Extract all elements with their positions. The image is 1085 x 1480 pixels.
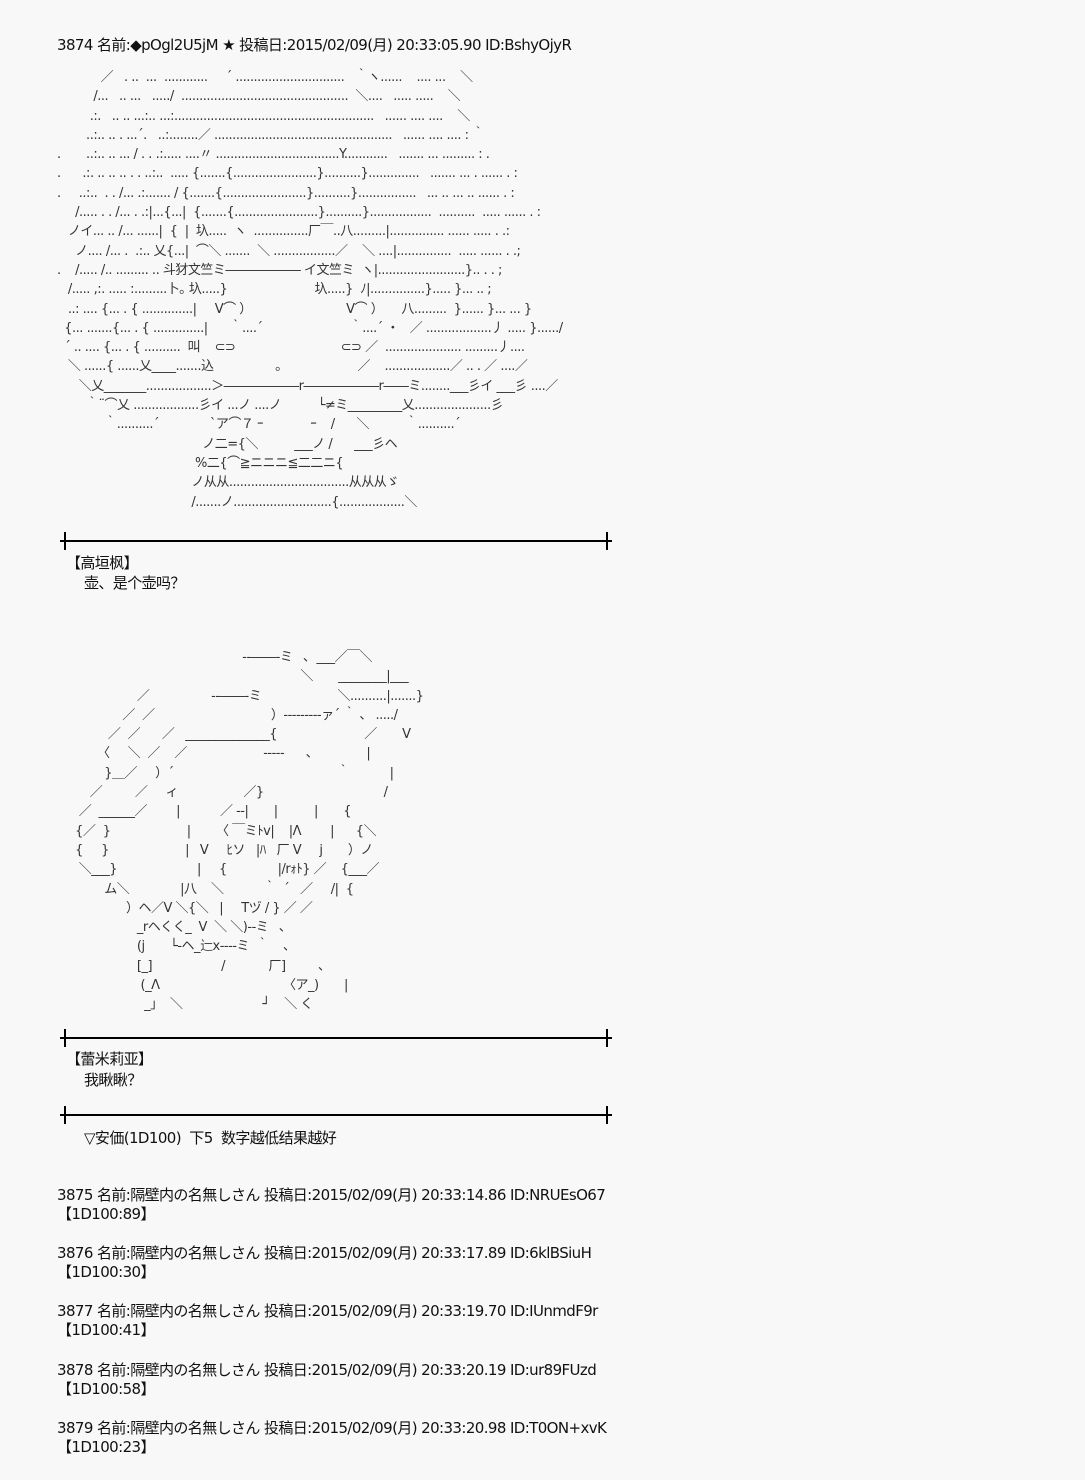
art-line: }＿／ ）´ ｀ | [57, 765, 394, 781]
post: 3875 名前:隔壁内の名無しさん 投稿日:2015/02/09(月) 20:3… [57, 1186, 606, 1224]
art-line: ＼ ________|___ [57, 669, 409, 685]
post: 3878 名前:隔壁内の名無しさん 投稿日:2015/02/09(月) 20:3… [57, 1361, 597, 1399]
art-line: . ..:.. .. ... / . . .:..... ....〃 .....… [57, 147, 490, 163]
art-line: ｀..........´ `ア⌒７ ｰ ｰ / ＼ ｀..........´ [57, 417, 461, 433]
art-line: /..... . . /... . .:|...{...| {.......{.… [57, 205, 541, 221]
dice-result: 【1D100:58】 [57, 1380, 155, 1398]
art-line: /... .. ... ...../ .....................… [57, 89, 461, 105]
separator [60, 1106, 612, 1124]
post-header: 3879 名前:隔壁内の名無しさん 投稿日:2015/02/09(月) 20:3… [57, 1419, 607, 1437]
art-line: _」 ＼ ┘ ＼ く [57, 997, 313, 1013]
art-line: ノイ... .. /... ......| { | 圦..... ヽ .....… [57, 224, 510, 240]
art-line: _rヘくく_ V ＼ ＼)‐‐ミ ､ [57, 920, 286, 936]
art-line: ｀¨⌒乂 ..................彡イ ...ノ ....ノ └≠ミ… [57, 398, 504, 414]
art-line: ..:.. .. . ...´. ..:........／ ..........… [57, 127, 485, 143]
art-line: ／ ‐‐――‐ミ ＼..........|.......} [57, 688, 424, 704]
art-line: ）ヘ／V ＼{＼ | Tヅ / } ／ ／ [57, 900, 313, 916]
art-line: /.......ノ...........................{...… [57, 494, 417, 510]
art-line: %二{⌒≧ニニニ≦二二ニ{ [57, 455, 344, 471]
dice-result: 【1D100:41】 [57, 1321, 155, 1339]
dice-result: 【1D100:89】 [57, 1205, 155, 1223]
art-line: ‐‐――‐ミ ､ ___／￣＼ [57, 650, 372, 665]
art-line: {... .......{... . { ..............| ｀..… [57, 320, 563, 336]
post: 3879 名前:隔壁内の名無しさん 投稿日:2015/02/09(月) 20:3… [57, 1419, 607, 1457]
art-line: ノ.... /... . .:.. 乂{...| ⌒＼ ....... ＼ ..… [57, 243, 521, 259]
art-line: ／ ______／ | ／ ‐‐| | | { [57, 804, 352, 820]
art-line: 〈 ＼ ／ ／ ‐‐‐‐‐ ､ | [57, 746, 371, 762]
art-line: . ..:.. . . /... .:....... / {.......{..… [57, 185, 515, 201]
art-line: ノ二={＼ ___ノ / ___彡ヘ [57, 436, 398, 452]
post-header: 3878 名前:隔壁内の名無しさん 投稿日:2015/02/09(月) 20:3… [57, 1361, 597, 1379]
art-line: ム＼ |八 ＼ ｀ ´ ／ /| { [57, 881, 354, 897]
art-line: [_] / 厂] ､ [57, 958, 325, 974]
dice-result: 【1D100:30】 [57, 1263, 155, 1281]
separator [60, 532, 612, 550]
art-line: { } | V ﾋソ |ﾊ 厂 V j ）ノ [57, 842, 373, 858]
dice-result: 【1D100:23】 [57, 1438, 155, 1456]
art-line: /..... ,:. ..... :.........卜｡ 圦.....} 圦.… [57, 282, 492, 298]
art-line: (j └‐ヘ_辷x‐‐‐‐ミ ｀ ､ [57, 939, 290, 955]
post-header-3874: 3874 名前:◆pOgl2U5jM ★ 投稿日:2015/02/09(月) 2… [57, 36, 572, 54]
art-line: {／ } | 〈 ￣ミﾄv| |Λ | {＼ [57, 823, 377, 839]
art-line: ／ ／ ）‐‐‐‐‐‐‐‐‐ァ´ ｀ 、 ...../ [57, 707, 398, 723]
art-line: ノ从从.................................从从从ゞ [57, 475, 399, 491]
art-line: ＼___} | { |/rｫﾄ} ／ {___／ [57, 862, 380, 878]
art-line: ＼ ......{ ......乂____.......込 ｡ ／ ......… [57, 359, 528, 375]
art-line: (_Λ 〈ア_) | [57, 978, 349, 994]
art-line: . /..... /.. ......... .. 斗犲文竺ミ―――――― イ文… [57, 262, 502, 278]
art-line: . .:. .. .. .. . . ..:.. ..... {.......{… [57, 166, 518, 182]
ascii-art-remilia: ‐‐――‐ミ ､ ___／￣＼ ＼ ________|___ ／ ‐‐――‐ミ … [57, 648, 424, 1015]
post: 3877 名前:隔壁内の名無しさん 投稿日:2015/02/09(月) 20:3… [57, 1302, 598, 1340]
speaker-name: 【高垣枫】 [66, 554, 139, 572]
art-line: ＼乂_______..................＞――――――r―――――… [57, 378, 558, 394]
post-header: 3876 名前:隔壁内の名無しさん 投稿日:2015/02/09(月) 20:3… [57, 1244, 592, 1262]
post: 3876 名前:隔壁内の名無しさん 投稿日:2015/02/09(月) 20:3… [57, 1244, 592, 1282]
art-line: ／ ／ ／ ______________{ ／ V [57, 727, 411, 743]
ascii-art-kaede: ／ . .. ... ............ ´ ..............… [57, 68, 563, 512]
speaker-name: 【蕾米莉亚】 [66, 1050, 153, 1068]
post-header: 3877 名前:隔壁内の名無しさん 投稿日:2015/02/09(月) 20:3… [57, 1302, 598, 1320]
separator [60, 1029, 612, 1047]
art-line: ´ .. .... {... . { .......... 叫 ⊂⊃ ⊂⊃ ／ … [57, 340, 525, 356]
art-line: ..: .... {... . { ..............| V⌒ ） V… [57, 301, 532, 317]
art-line: ／ ／ ィ ／} / [57, 785, 388, 801]
dialogue-line: 我瞅瞅？ [84, 1071, 142, 1089]
post-header: 3875 名前:隔壁内の名無しさん 投稿日:2015/02/09(月) 20:3… [57, 1186, 606, 1204]
art-line: .:. .. .. ...:.. ...:...................… [57, 108, 471, 124]
dialogue-line: 壶、是个壶吗？ [84, 574, 185, 592]
art-line: ／ . .. ... ............ ´ ..............… [57, 70, 474, 85]
dice-prompt: ▽安価(1D100) 下5 数字越低结果越好 [84, 1129, 337, 1147]
